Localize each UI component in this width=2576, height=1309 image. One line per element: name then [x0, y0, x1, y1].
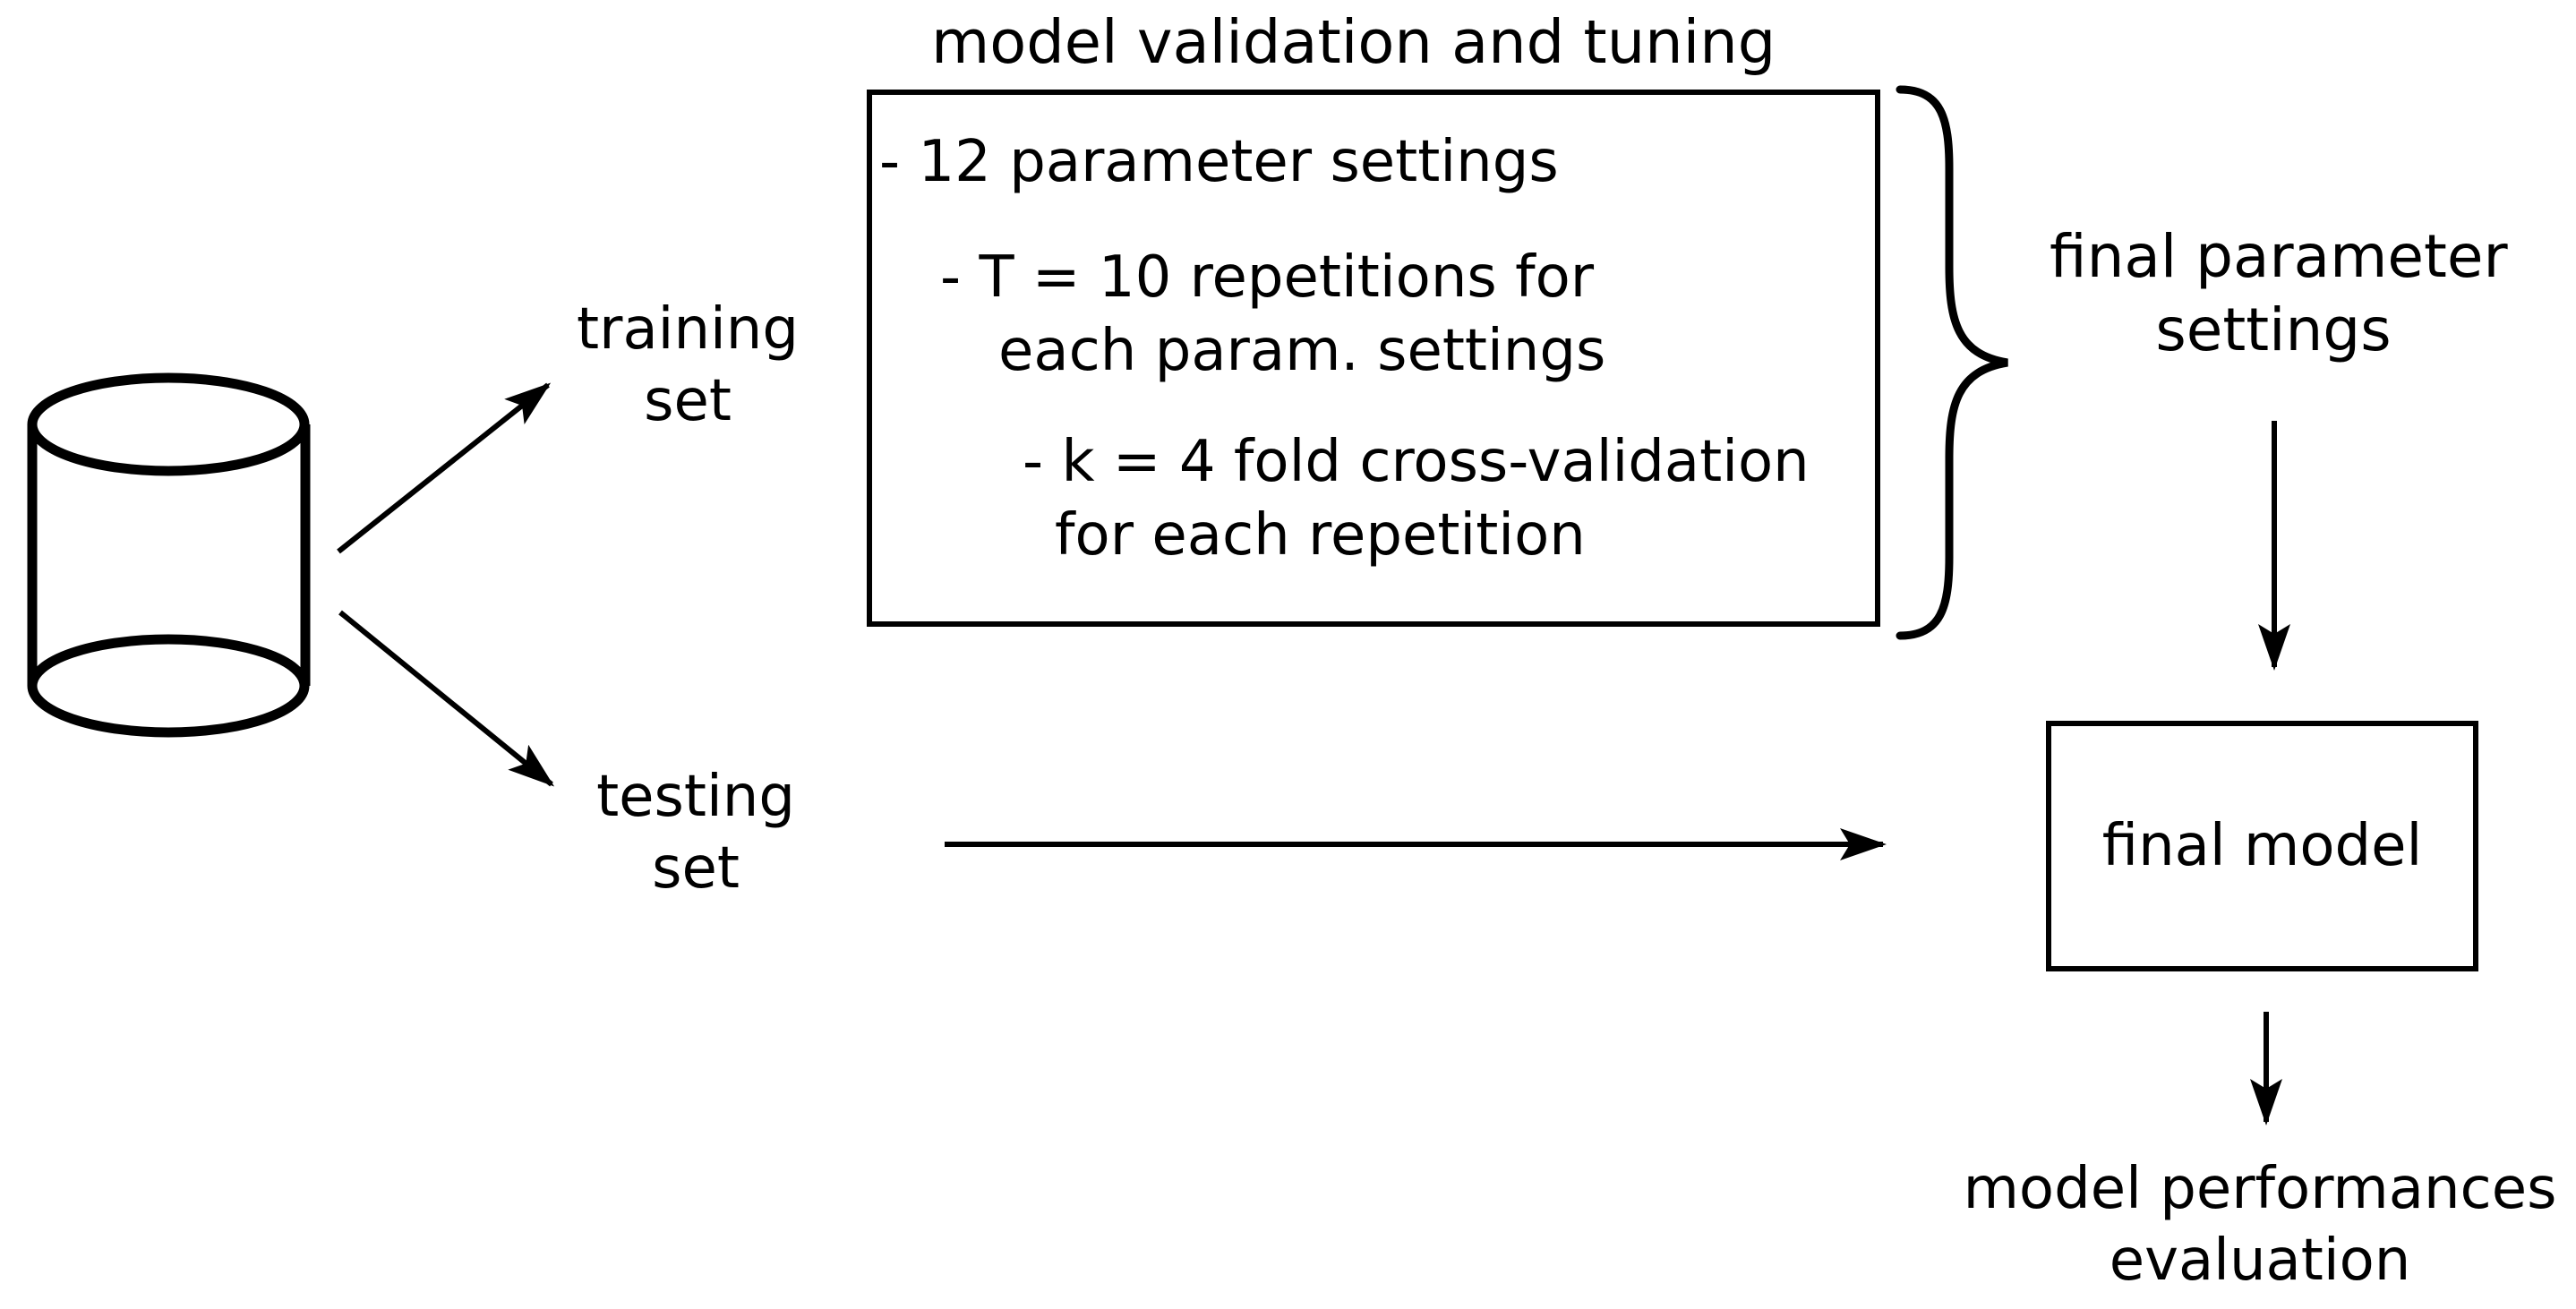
bullet-parameter-settings: - 12 parameter settings: [879, 129, 1559, 195]
training-split-arrow: [337, 382, 552, 554]
evaluation-label-line1: model performances: [1963, 1156, 2557, 1222]
training-set-label: training set: [553, 294, 822, 437]
final-model-label: final model: [2101, 813, 2423, 879]
curly-brace: [1896, 85, 2008, 640]
evaluation-label-line2: evaluation: [2109, 1228, 2411, 1294]
database-cylinder-icon: [27, 372, 311, 738]
final-model-box: final model: [2046, 721, 2478, 971]
training-set-label-line1: training: [577, 296, 799, 363]
testing-set-label: testing set: [561, 761, 830, 904]
bullet-repetitions-line1: - T = 10 repetitions for: [940, 244, 1595, 311]
final-parameter-settings-label: final parameter settings: [2050, 220, 2508, 367]
bullet-cross-validation-line1: - k = 4 fold cross-validation: [1023, 429, 1810, 495]
validation-box-title: model validation and tuning: [931, 7, 1776, 77]
testing-set-label-line2: set: [652, 835, 740, 902]
bullet-cross-validation-line2: for each repetition: [1055, 502, 1586, 569]
evaluation-label: model performances evaluation: [1947, 1153, 2573, 1296]
training-set-label-line2: set: [644, 368, 732, 434]
final-parameter-settings-line1: final parameter: [2050, 222, 2508, 291]
final-parameter-settings-line2: settings: [2155, 295, 2392, 364]
testing-set-label-line1: testing: [596, 764, 795, 830]
testing-split-arrow: [338, 610, 555, 787]
validation-box: - 12 parameter settings - T = 10 repetit…: [867, 90, 1880, 627]
bullet-repetitions-line2: each param. settings: [998, 318, 1606, 384]
